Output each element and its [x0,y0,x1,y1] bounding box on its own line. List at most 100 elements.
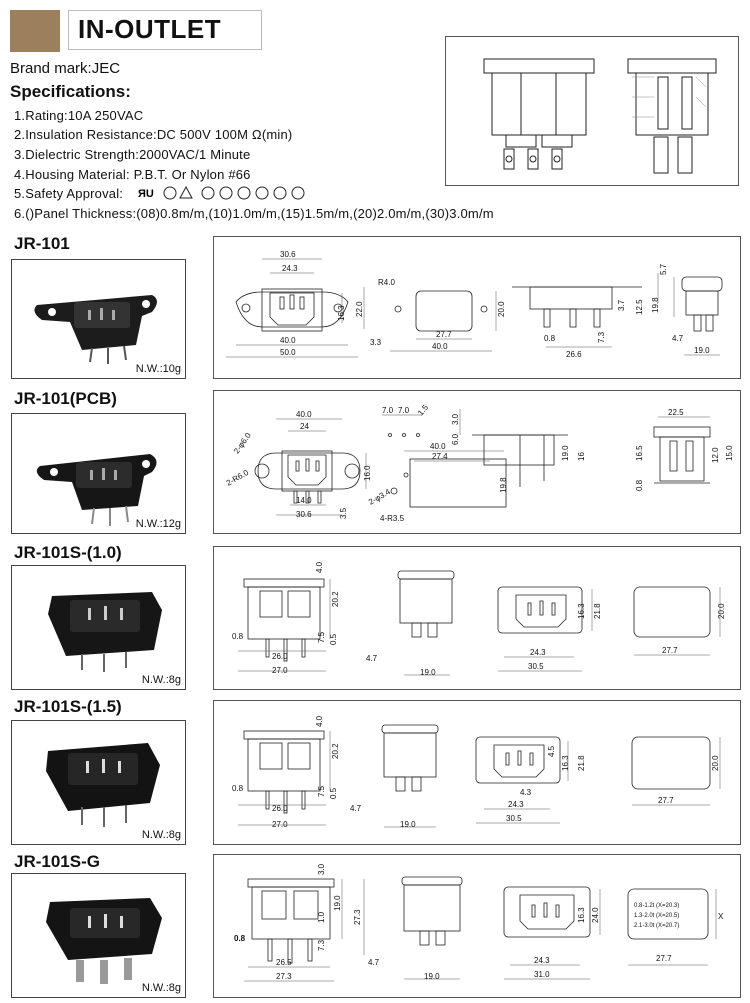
net-weight: N.W.:8g [141,829,181,841]
dim-label: 3.5 [339,507,348,519]
dim-label: 7.0 [398,406,410,415]
dim-label: R4.0 [378,278,395,287]
dim-label: 24.3 [530,648,546,657]
dim-label: 22.5 [668,408,684,417]
dim-label: 20.0 [711,755,720,771]
product-photo-jr101: N.W.:10g [11,259,186,379]
product-title-jr101s-10: JR-101S-(1.0) [14,543,122,562]
dim-label: 21.8 [593,603,602,619]
header-color-block [10,10,60,52]
dim-label: 26.6 [566,350,582,359]
specs-heading: Specifications: [10,82,131,101]
net-weight: N.W.:8g [141,982,181,994]
drawing-jr101s-g: 3.0 19.0 27.3 1.0 7.3 0.8 26.5 27.3 4.7 … [213,854,741,998]
dim-label: 3.0 [451,413,460,425]
dim-label: 1.0 [317,911,326,923]
dim-label: 30.5 [528,662,544,671]
dim-label: 0.5 [329,787,338,799]
spec-housing: 4.Housing Material: P.B.T. Or Nylon #66 [14,167,251,182]
product-photo-jr101s-10: N.W.:8g [11,565,186,690]
thickness-row: 1.3-2.0t (X=20.5) [634,913,679,919]
drawing-jr101-pcb: 40.0 24 2-φ6.0 2-R6.0 16.0 14.0 30.6 3.5… [213,390,741,534]
dim-label: 40.0 [432,342,448,351]
dim-label: 16.0 [363,465,372,481]
dim-label: 31.0 [534,970,550,979]
dim-label: 4-R3.5 [380,514,405,523]
dim-label: 12.5 [635,299,644,315]
dim-label: 27.3 [353,909,362,925]
net-weight: N.W.:8g [141,674,181,686]
thickness-row: 0.8-1.2t (X=20.3) [634,903,679,909]
dim-label: 24.3 [508,800,524,809]
dim-label: 7.3 [317,939,326,951]
spec-safety: 5.Safety Approval: [14,186,124,201]
dim-label: 19.0 [400,820,416,829]
dim-label: 26.0 [272,804,288,813]
product-title-jr101s-g: JR-101S-G [14,852,100,871]
dim-label: 50.0 [280,348,296,357]
dim-label: 24.3 [534,956,550,965]
dim-label: 16.3 [577,907,586,923]
dim-label: 19.0 [333,895,342,911]
spec-panel-thickness: 6.()Panel Thickness:(08)0.8m/m,(10)1.0m/… [14,206,494,221]
dim-label: 26.5 [276,958,292,967]
product-title-jr101-pcb: JR-101(PCB) [14,389,117,408]
dim-label: 16 [577,452,586,461]
dim-label: 0.8 [232,632,244,641]
dim-label: 0.8 [544,334,556,343]
dim-label: 16.3 [561,755,570,771]
dim-label: 0.8 [232,784,244,793]
dim-label: 20.2 [331,591,340,607]
dim-label: 20.2 [331,743,340,759]
thickness-row: 2.1-3.0t (X=20.7) [634,923,679,929]
dim-label: 0.8 [635,479,644,491]
drawing-jr101s-10: 4.0 20.2 0.8 7.5 0.5 26.0 27.0 4.7 19.0 … [213,546,741,690]
dim-label: 27.0 [272,666,288,675]
dim-label: 4.7 [366,654,378,663]
dim-label: 24 [300,422,309,431]
dim-label: 30.6 [296,510,312,519]
dim-label: 4.0 [315,715,324,727]
dim-label: 14.0 [296,496,312,505]
net-weight: N.W.:12g [135,518,181,530]
product-title-jr101s-15: JR-101S-(1.5) [14,697,122,716]
dim-label: 2-φ6.0 [232,431,253,456]
dim-label: 22.0 [355,301,364,317]
dim-label: 4.5 [547,745,556,757]
dim-label: 7.0 [382,406,394,415]
dim-label: 3.0 [317,863,326,875]
dim-label: 27.7 [662,646,678,655]
dim-label: 24.0 [591,907,600,923]
dim-label: 20.0 [717,603,726,619]
svg-text:ЯU: ЯU [138,188,154,200]
dim-label: 16.3 [577,603,586,619]
dim-label: 40.0 [296,410,312,419]
dim-label: 4.7 [672,334,684,343]
dim-label: 27.7 [656,954,672,963]
dim-label: 3.7 [617,299,626,311]
dim-label: 6.0 [451,433,460,445]
product-photo-jr101s-g: N.W.:8g [11,873,186,998]
dim-label: 27.7 [658,796,674,805]
dim-label: 16.5 [635,445,644,461]
page-title: IN-OUTLET [78,14,222,44]
product-title-jr101: JR-101 [14,234,70,253]
dim-label: X [718,912,724,921]
dim-label: 7.5 [317,785,326,797]
dim-label: 15.0 [725,445,734,461]
dim-label: 2-φ3.4 [367,487,392,507]
dim-label: 19.0 [420,668,436,677]
safety-approval-marks: ЯU [136,184,326,207]
dim-label: 27.4 [432,452,448,461]
dim-label: 4.3 [520,788,532,797]
product-photo-jr101-pcb: N.W.:12g [11,413,186,534]
dim-label: 19.8 [651,297,660,313]
spec-dielectric: 3.Dielectric Strength:2000VAC/1 Minute [14,147,251,162]
dim-label: 4.7 [368,958,380,967]
dim-label: 4.0 [315,561,324,573]
overview-drawing [445,36,739,186]
dim-label: 40.0 [430,442,446,451]
dim-label: 7.5 [317,631,326,643]
dim-label: 21.8 [577,755,586,771]
dim-label: 27.7 [436,330,452,339]
